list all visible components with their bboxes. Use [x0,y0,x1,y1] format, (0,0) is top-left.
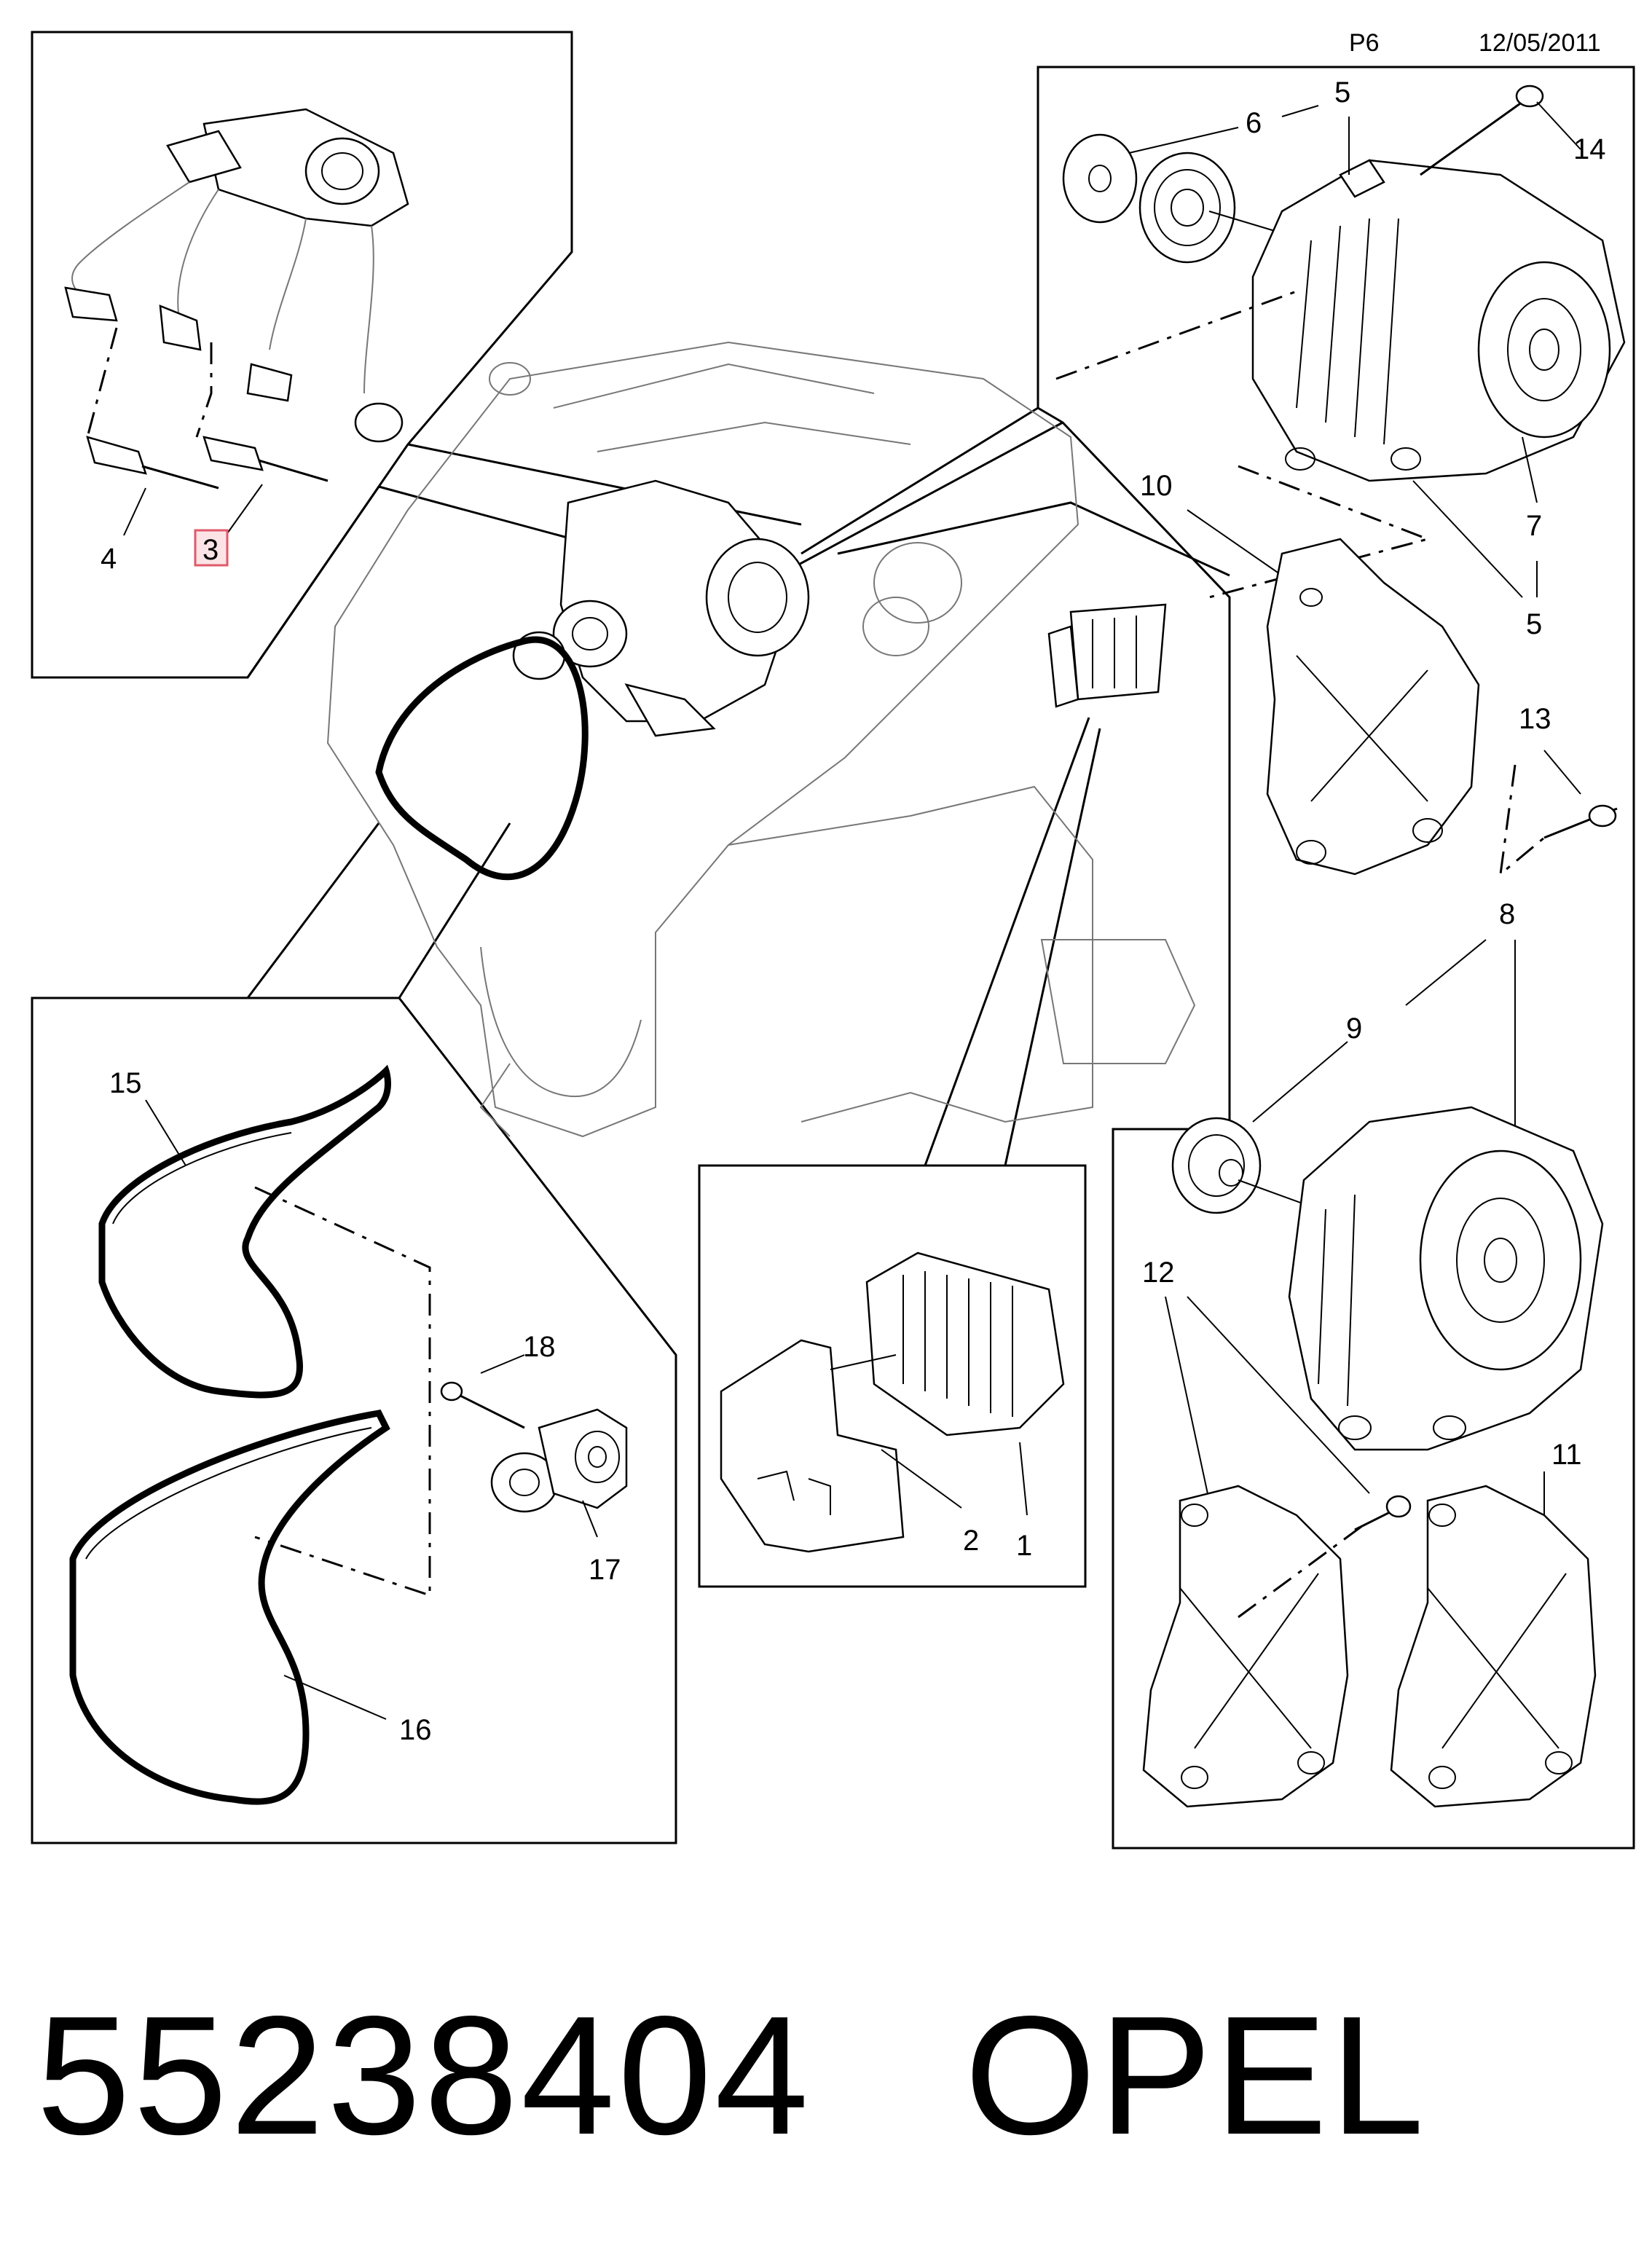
callout-9: 9 [1346,1013,1362,1045]
callout-7: 7 [1526,510,1542,542]
callout-5-top: 5 [1334,76,1350,109]
callout-13: 13 [1519,703,1551,735]
brand-name: OPEL [964,1981,1428,2170]
callout-10: 10 [1140,470,1173,502]
callout-3: 3 [202,534,219,566]
callout-15: 15 [109,1067,142,1099]
callout-2: 2 [963,1525,979,1557]
brackets-lower [1142,1296,1597,1808]
callout-18: 18 [523,1331,556,1363]
part-number: 55238404 [36,1981,812,2170]
callout-11: 11 [1551,1439,1582,1471]
alternator-lower [1171,939,1604,1451]
diagram-date: 12/05/2011 [1479,29,1601,57]
callout-8: 8 [1499,898,1515,930]
callout-12: 12 [1142,1257,1175,1289]
callout-16: 16 [399,1714,432,1746]
callout-5-bottom: 5 [1526,608,1542,640]
relay-panel-outline [698,1164,1087,1588]
bracket-upper [1266,538,1618,877]
callout-6: 6 [1246,107,1262,139]
callout-14: 14 [1573,133,1606,165]
panel-leaders [246,406,1230,1166]
glow-plug-harness [64,108,409,536]
page-code: P6 [1349,29,1380,57]
relay-parts [720,1251,1065,1553]
glow-plug-panel [31,31,573,679]
alternator-upper [1055,85,1626,599]
callout-17: 17 [589,1554,621,1586]
alternator-panel-outline [1037,66,1635,1850]
callout-4: 4 [101,543,117,575]
callout-3-highlight [194,529,229,567]
engine-assembly [326,341,1196,1138]
alternator-upper-leaders [1128,101,1581,795]
footer: 55238404 OPEL [36,1967,1427,2185]
belt-parts [69,1064,628,1805]
callout-1: 1 [1016,1530,1032,1562]
